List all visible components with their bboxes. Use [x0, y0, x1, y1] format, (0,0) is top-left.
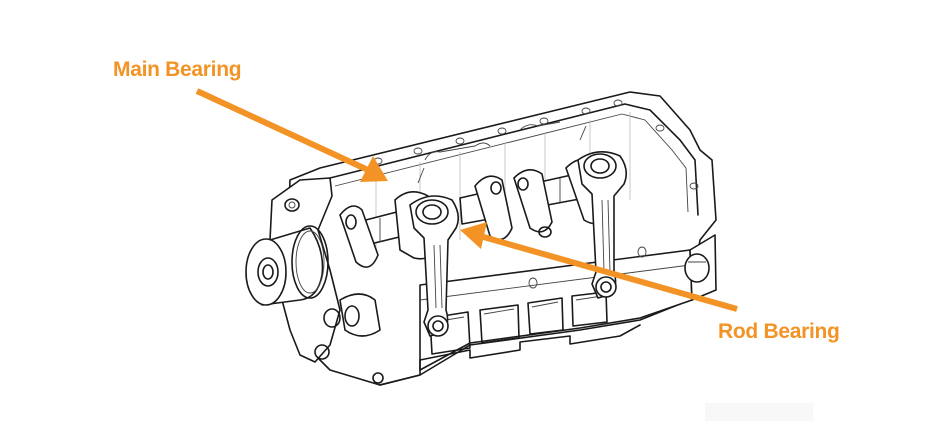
crank-snout — [245, 225, 329, 306]
main-bearing-label: Main Bearing — [113, 58, 242, 81]
rod-bearing-label: Rod Bearing — [718, 320, 840, 343]
skirt-windows — [429, 291, 608, 355]
rail-bolt-holes — [373, 99, 699, 190]
connecting-rod-2 — [577, 125, 628, 299]
connecting-rod-1 — [409, 167, 460, 337]
main-bearing-arrow — [195, 88, 388, 182]
rod-bearing-arrow — [460, 222, 738, 312]
background-smudge — [705, 403, 813, 421]
